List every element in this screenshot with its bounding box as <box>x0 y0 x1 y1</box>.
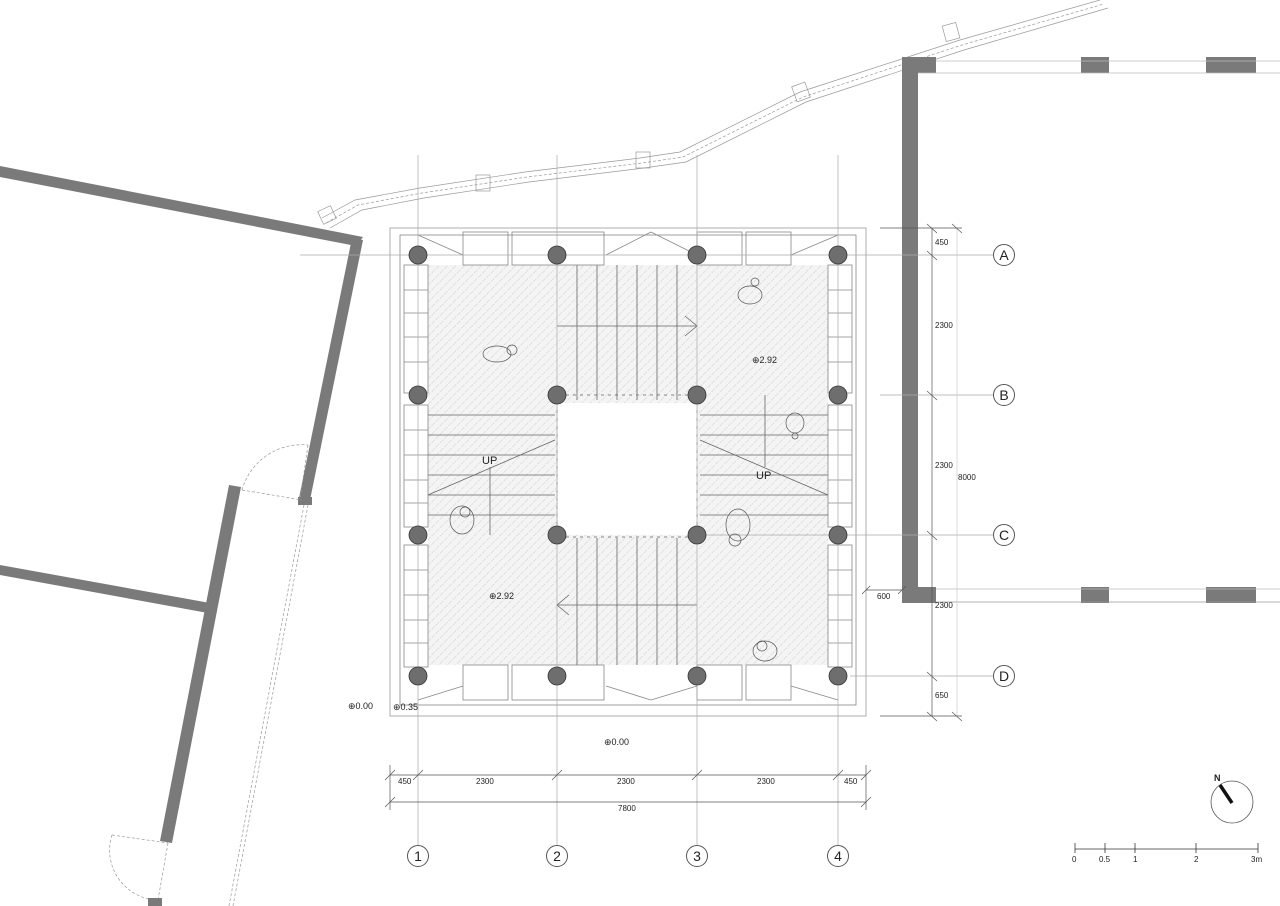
dim-h-total: 7800 <box>618 804 636 813</box>
north-label: N <box>1214 773 1221 783</box>
dim-v-total: 8000 <box>958 473 976 482</box>
level-platform: ⊕0.35 <box>393 702 419 712</box>
grid-bubble-b: B <box>993 384 1015 406</box>
dim-h-3: 2300 <box>757 777 775 786</box>
dim-h-0: 450 <box>398 777 412 786</box>
columns <box>408 245 848 686</box>
people-figures <box>449 277 805 662</box>
scale-tick-4: 3m <box>1251 855 1263 864</box>
stairs <box>427 265 829 665</box>
stair-up-left: UP <box>482 455 498 467</box>
scale-tick-1: 0.5 <box>1099 855 1111 864</box>
dim-h-1: 2300 <box>476 777 494 786</box>
dim-v-0: 450 <box>935 238 949 247</box>
level-value: 2.92 <box>759 355 778 365</box>
door-sill <box>148 898 162 906</box>
right-building-walls <box>902 57 1280 603</box>
dim-h-4: 450 <box>844 777 858 786</box>
central-void <box>566 403 690 533</box>
grid-bubble-4: 4 <box>827 845 849 867</box>
dimension-lines <box>384 223 963 810</box>
grid-lines <box>300 155 993 845</box>
level-ground-center: ⊕0.00 <box>604 737 630 747</box>
stair-up-right: UP <box>756 470 772 482</box>
dim-v-3: 2300 <box>935 601 953 610</box>
grid-bubble-d: D <box>993 665 1015 687</box>
level-value: 0.00 <box>611 737 630 747</box>
left-building-walls <box>0 166 363 843</box>
floor-hatch <box>428 265 828 665</box>
scale-tick-0: 0 <box>1072 855 1077 864</box>
grid-bubble-1: 1 <box>407 845 429 867</box>
scale-tick-3: 2 <box>1194 855 1199 864</box>
level-lower-left: ⊕2.92 <box>489 591 515 601</box>
level-value: 0.00 <box>355 701 374 711</box>
scale-bar <box>1074 843 1259 853</box>
dim-h-2: 2300 <box>617 777 635 786</box>
level-outside-left: ⊕0.00 <box>348 701 374 711</box>
level-value: 0.35 <box>400 702 419 712</box>
walkway <box>317 0 1109 229</box>
dim-v-2: 2300 <box>935 461 953 470</box>
grid-bubble-3: 3 <box>686 845 708 867</box>
north-arrow <box>1210 780 1254 824</box>
level-upper-right: ⊕2.92 <box>752 355 778 365</box>
grid-bubble-2: 2 <box>546 845 568 867</box>
grid-bubble-a: A <box>993 244 1015 266</box>
left-building-doors <box>109 444 309 906</box>
grid-bubble-c: C <box>993 524 1015 546</box>
dim-v-1: 2300 <box>935 321 953 330</box>
dim-offset: 600 <box>877 592 891 601</box>
level-value: 2.92 <box>496 591 515 601</box>
scale-tick-2: 1 <box>1133 855 1138 864</box>
dim-v-4: 650 <box>935 691 949 700</box>
